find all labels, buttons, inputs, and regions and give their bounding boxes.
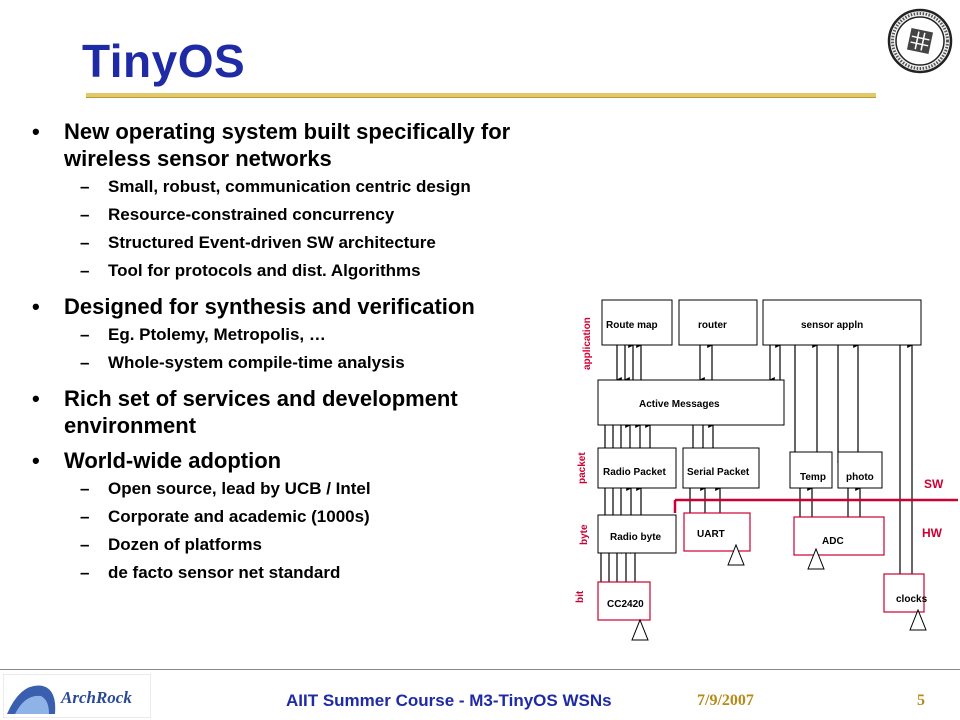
label-serial-packet: Serial Packet	[687, 467, 750, 478]
label-router: router	[698, 320, 727, 331]
bullet-list: •New operating system built specifically…	[30, 118, 590, 591]
logo-text: ArchRock	[60, 688, 132, 707]
label-cc2420: CC2420	[607, 599, 644, 610]
layer-label-bit: bit	[575, 590, 586, 603]
footer-course: AIIT Summer Course - M3-TinyOS WSNs	[286, 691, 612, 710]
block-temp	[789, 451, 833, 489]
block-adc	[793, 516, 885, 556]
label-radio-packet: Radio Packet	[603, 467, 666, 478]
block-clocks	[883, 573, 925, 613]
block-uart	[683, 512, 751, 552]
sub-bullet: –Resource-constrained concurrency	[80, 205, 395, 224]
footer-date: 7/9/2007	[697, 692, 754, 709]
block-radio-byte	[597, 514, 677, 554]
sub-bullet: –Small, robust, communication centric de…	[80, 177, 471, 196]
bullet-1: •New operating system built specifically…	[32, 119, 511, 171]
label-uart: UART	[697, 529, 725, 540]
title-underline	[86, 93, 876, 98]
bullet-3: •Rich set of services and development en…	[32, 386, 458, 438]
sub-bullet: –Tool for protocols and dist. Algorithms	[80, 261, 421, 280]
sub-bullet: –Corporate and academic (1000s)	[80, 507, 370, 526]
sub-bullet: –Whole-system compile-time analysis	[80, 353, 405, 372]
layer-label-packet: packet	[577, 452, 588, 484]
label-sw: SW	[924, 477, 944, 491]
sub-bullet: –Open source, lead by UCB / Intel	[80, 479, 371, 498]
layer-label-application: application	[582, 317, 593, 370]
tinyos-architecture-diagram: Route map router sensor appln Active Mes…	[575, 299, 958, 641]
layer-label-byte: byte	[579, 524, 590, 545]
label-sensor-appln: sensor appln	[801, 320, 863, 331]
block-radio-packet	[597, 447, 677, 489]
label-clocks: clocks	[896, 594, 928, 605]
sub-bullet: –de facto sensor net standard	[80, 563, 341, 582]
university-seal-icon	[887, 8, 953, 74]
label-radio-byte: Radio byte	[610, 532, 662, 543]
label-hw: HW	[922, 526, 943, 540]
label-photo: photo	[846, 472, 874, 483]
sub-bullet: –Structured Event-driven SW architecture	[80, 233, 436, 252]
sub-bullet: –Eg. Ptolemy, Metropolis, …	[80, 325, 326, 344]
footer-divider	[0, 669, 960, 670]
sw-hw-boundary-line	[673, 498, 958, 513]
bullet-2: •Designed for synthesis and verification	[32, 294, 475, 319]
label-route-map: Route map	[606, 320, 658, 331]
block-active-messages	[597, 379, 785, 426]
label-active-messages: Active Messages	[639, 399, 720, 410]
block-router	[678, 299, 758, 346]
sub-bullet: –Dozen of platforms	[80, 535, 262, 554]
label-temp: Temp	[800, 472, 826, 483]
block-photo	[837, 451, 883, 489]
block-cc2420	[597, 581, 651, 621]
slide-title: TinyOS	[82, 35, 246, 87]
page-number: 5	[917, 692, 925, 709]
block-sensor-appln	[762, 299, 922, 346]
bullet-4: •World-wide adoption	[32, 448, 282, 473]
archrock-logo: ArchRock	[3, 674, 151, 718]
label-adc: ADC	[822, 536, 844, 547]
block-serial-packet	[682, 447, 760, 489]
block-route-map	[601, 299, 673, 346]
